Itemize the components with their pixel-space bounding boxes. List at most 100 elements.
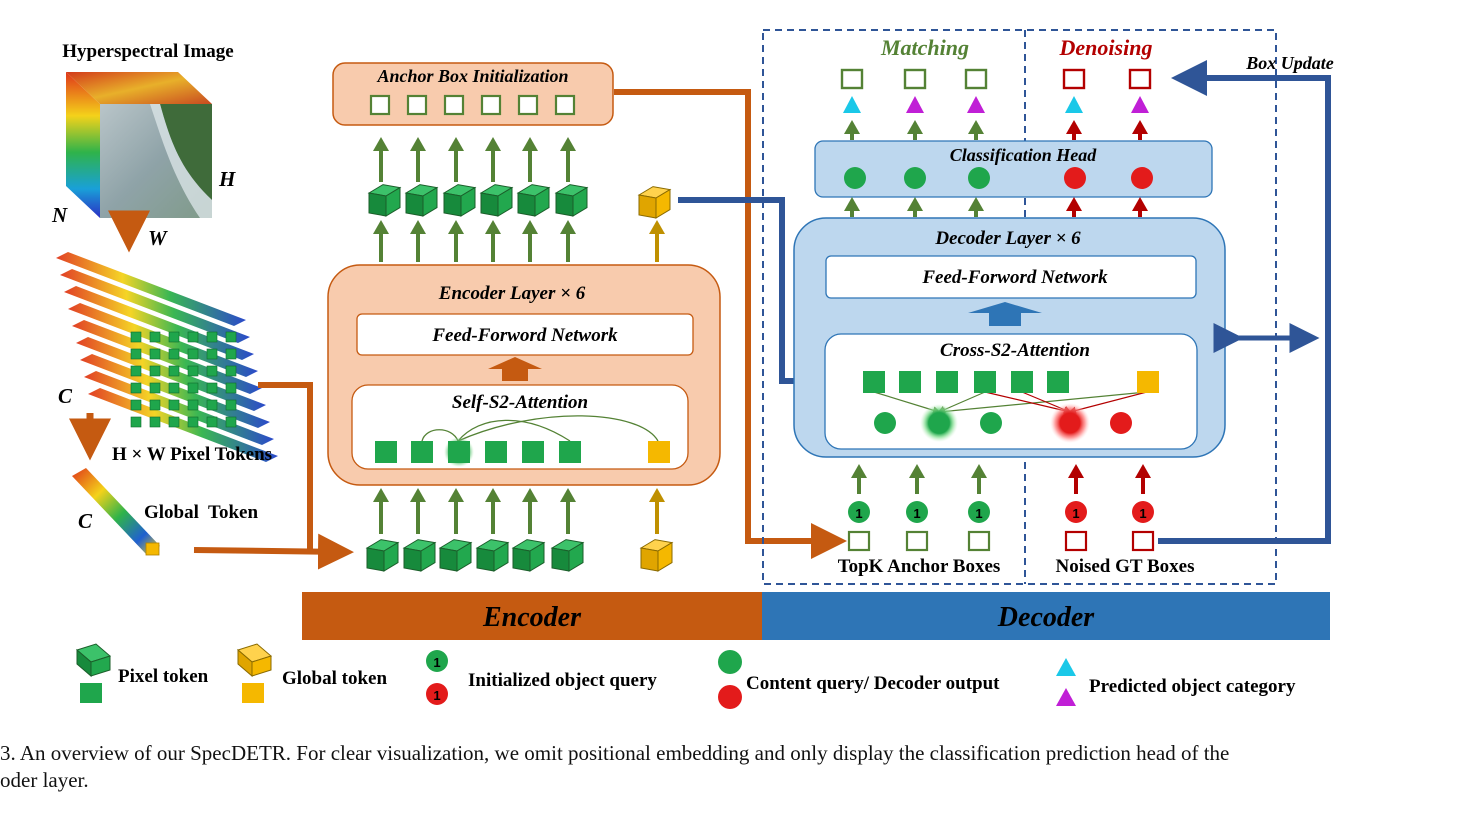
dim-h-label: H bbox=[218, 167, 236, 191]
legend-content-query-icon bbox=[718, 650, 742, 709]
pixel-token-cube bbox=[367, 184, 402, 217]
box-update-loop bbox=[1158, 60, 1331, 544]
anchor-box bbox=[554, 94, 576, 116]
global-token-cube bbox=[639, 539, 674, 572]
pixel-tokens-label: H × W Pixel Tokens bbox=[112, 444, 272, 465]
predicted-category bbox=[843, 96, 861, 113]
encoder-up-arrow bbox=[488, 357, 542, 381]
pixel-token bbox=[168, 399, 180, 411]
encoder-ffn-label: Feed-Forword Network bbox=[431, 325, 618, 346]
pixel-token bbox=[1047, 371, 1069, 393]
legend-content-query: Content query/ Decoder output bbox=[746, 673, 1000, 694]
pixel-token bbox=[187, 416, 199, 428]
pixel-token bbox=[863, 371, 885, 393]
pixel-token bbox=[149, 331, 161, 343]
predicted-box bbox=[840, 68, 864, 90]
hyperspectral-cube bbox=[66, 72, 212, 218]
self-attention-box bbox=[351, 384, 689, 470]
topk-label: TopK Anchor Boxes bbox=[838, 556, 1001, 577]
decoder-layer-title: Decoder Layer × 6 bbox=[934, 228, 1081, 249]
arrow-up bbox=[844, 197, 860, 217]
pixel-token bbox=[206, 365, 218, 377]
pixel-token bbox=[936, 371, 958, 393]
svg-text:1: 1 bbox=[433, 655, 440, 670]
content-query bbox=[1110, 412, 1132, 434]
anchor-box bbox=[480, 94, 502, 116]
pixel-token-cube bbox=[365, 539, 400, 572]
dim-c-label: C bbox=[58, 384, 73, 408]
anchor-box bbox=[517, 94, 539, 116]
pixel-token bbox=[168, 331, 180, 343]
pixel-token bbox=[130, 416, 142, 428]
arrow-up bbox=[971, 464, 987, 494]
attention-link bbox=[984, 391, 1072, 415]
pixel-token bbox=[187, 331, 199, 343]
init-query-number: 1 bbox=[913, 506, 920, 521]
init-query bbox=[968, 501, 990, 523]
arrow-up bbox=[1132, 197, 1148, 217]
denoising-label: Denoising bbox=[1059, 35, 1153, 60]
dim-c2-label: C bbox=[78, 509, 93, 533]
pixel-token bbox=[206, 331, 218, 343]
pixel-token bbox=[225, 331, 237, 343]
arrow-up bbox=[1066, 120, 1082, 140]
encoder-input-arrows bbox=[373, 488, 665, 534]
arrow-up bbox=[649, 488, 665, 534]
arrow-up bbox=[410, 220, 426, 262]
pixel-token bbox=[149, 348, 161, 360]
predicted-category bbox=[967, 96, 985, 113]
pixel-token bbox=[899, 371, 921, 393]
box-update-label: Box Update bbox=[1245, 53, 1334, 73]
self-attention-label: Self-S2-Attention bbox=[452, 392, 588, 413]
global-token-cube bbox=[637, 186, 672, 219]
caption-line-2: oder layer. bbox=[0, 768, 89, 792]
pixel-token bbox=[974, 371, 996, 393]
pixel-token bbox=[225, 382, 237, 394]
pixel-token bbox=[206, 416, 218, 428]
predicted-box bbox=[964, 68, 988, 90]
attention-link bbox=[457, 415, 659, 442]
classification-head-label: Classification Head bbox=[950, 145, 1098, 165]
anchor-box bbox=[443, 94, 465, 116]
query-box bbox=[1064, 530, 1088, 552]
figure-caption: 3. An overview of our SpecDETR. For clea… bbox=[0, 740, 1457, 794]
legend-predicted-category: Predicted object category bbox=[1089, 676, 1296, 697]
arrow-up bbox=[968, 197, 984, 217]
arrow-up bbox=[1135, 464, 1151, 494]
pixel-token-cube bbox=[554, 184, 589, 217]
anchor-box-row bbox=[369, 94, 576, 116]
content-query bbox=[874, 412, 896, 434]
arrow-up bbox=[522, 488, 538, 534]
pixel-token-cube bbox=[475, 539, 510, 572]
pixel-token bbox=[411, 441, 433, 463]
init-query bbox=[906, 501, 928, 523]
legend: Pixel token Global token 1 1 Initialized… bbox=[75, 643, 1296, 709]
pixel-token bbox=[485, 441, 507, 463]
arrow-up bbox=[522, 137, 538, 182]
query-box bbox=[967, 530, 991, 552]
predicted-category bbox=[906, 96, 924, 113]
arrow-up bbox=[968, 120, 984, 140]
global-token-label: Global Token bbox=[144, 502, 258, 523]
init-query bbox=[1132, 501, 1154, 523]
decoder-bar bbox=[762, 592, 1330, 640]
pixel-token bbox=[130, 365, 142, 377]
arrow-pixel-tokens-to-encoder bbox=[258, 382, 313, 552]
pixel-token bbox=[168, 416, 180, 428]
pixel-token bbox=[225, 348, 237, 360]
pixel-token bbox=[1011, 371, 1033, 393]
arrow-up bbox=[410, 137, 426, 182]
arrow-up bbox=[1132, 120, 1148, 140]
arrow-up bbox=[560, 488, 576, 534]
arrow-up bbox=[909, 464, 925, 494]
pixel-token-cube bbox=[404, 184, 439, 217]
pixel-token bbox=[149, 399, 161, 411]
global-token bbox=[648, 441, 670, 463]
arrow-up bbox=[522, 220, 538, 262]
arrow-up bbox=[373, 220, 389, 262]
predicted-box bbox=[1062, 68, 1086, 90]
dim-n-label: N bbox=[51, 203, 68, 227]
arrow-up bbox=[448, 220, 464, 262]
arrow-up bbox=[448, 137, 464, 182]
